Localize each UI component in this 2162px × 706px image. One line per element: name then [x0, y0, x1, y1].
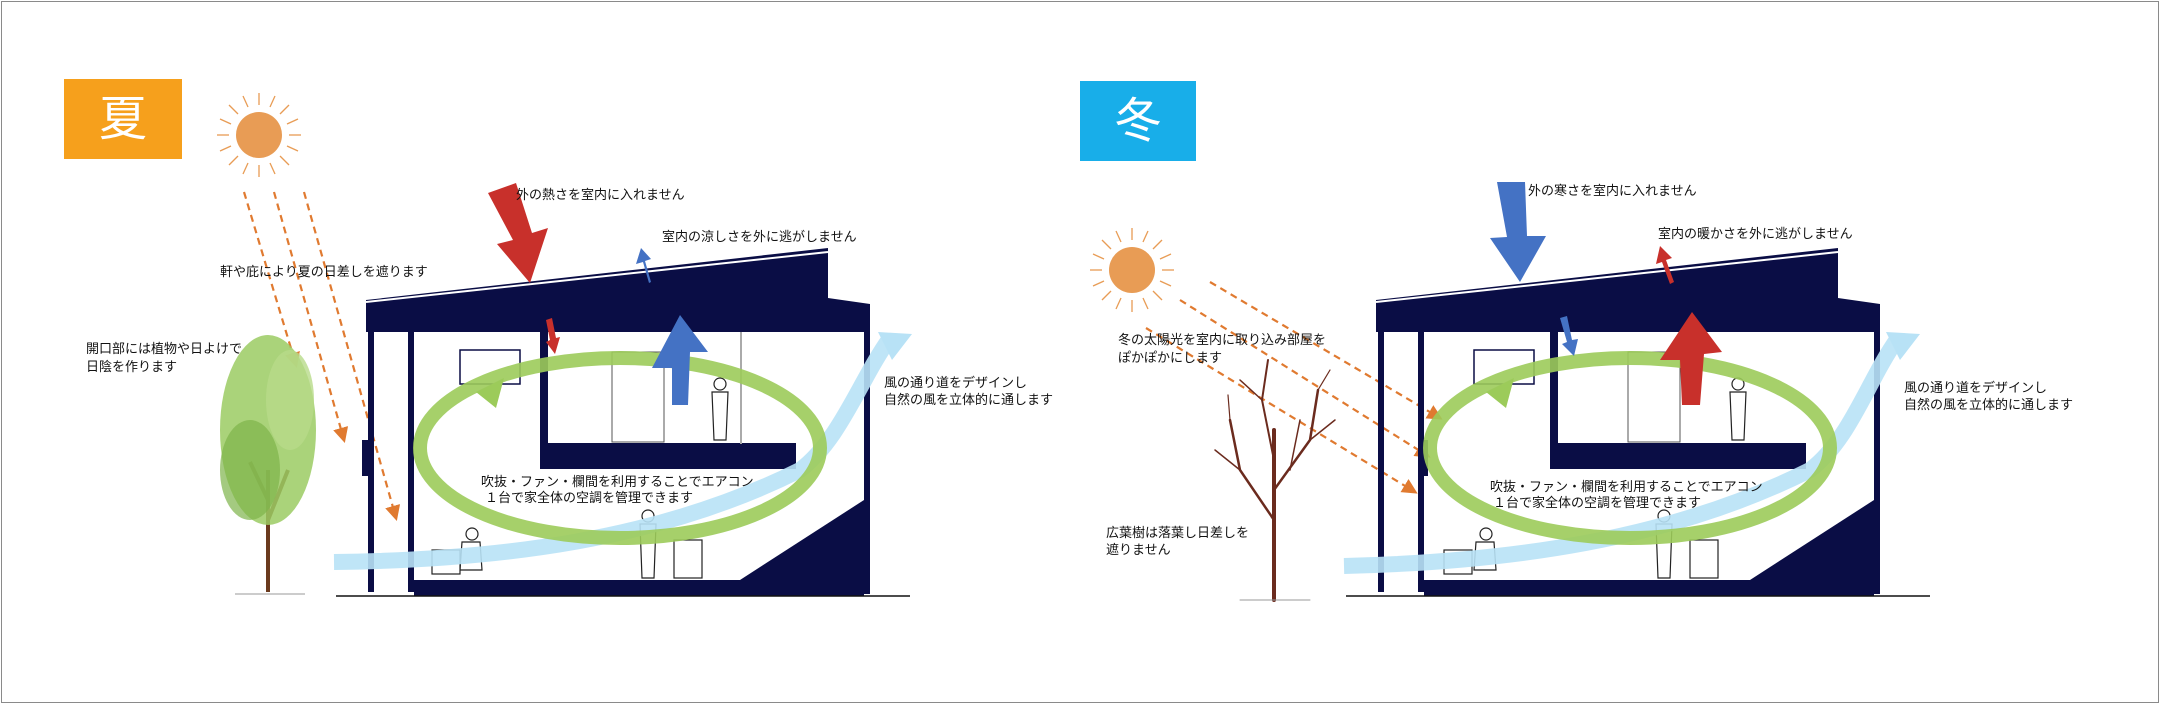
summer-badge: 夏: [64, 79, 182, 159]
summer-hvac-label-2: １台で家全体の空調を管理できます: [485, 491, 694, 506]
winter-hvac-label-1: 吹抜・ファン・欄間を利用することでエアコン: [1490, 480, 1763, 495]
small-heat-arrow: [546, 318, 560, 354]
summer-heat-label: 外の熱さを室内に入れません: [516, 188, 685, 203]
summer-sun-rays: [242, 191, 401, 521]
summer-opening-label-2: 日陰を作ります: [86, 360, 178, 375]
sun-icon: [217, 93, 301, 177]
summer-opening-label-1: 開口部には植物や日よけで: [86, 342, 243, 357]
summer-panel: [217, 93, 912, 597]
winter-air-loop: [1423, 351, 1837, 545]
summer-cool-label: 室内の涼しさを外に逃がしません: [662, 230, 857, 245]
winter-warm-label: 室内の暖かさを外に逃がしません: [1658, 227, 1853, 242]
winter-tree-label-2: 遮りません: [1106, 543, 1171, 558]
summer-eaves-label: 軒や庇により夏の日差しを遮ります: [220, 265, 428, 280]
warm-arrow-icon: [1656, 246, 1722, 405]
summer-wind-label-1: 風の通り道をデザインし: [884, 376, 1028, 391]
winter-panel: [1090, 182, 1930, 602]
winter-tree-label-1: 広葉樹は落葉し日差しを: [1106, 526, 1250, 541]
summer-house: [336, 248, 910, 597]
winter-sun-label-2: ぽかぽかにします: [1118, 351, 1223, 366]
winter-wind-label-2: 自然の風を立体的に通します: [1904, 398, 2074, 413]
sun-icon: [1090, 228, 1174, 312]
cool-arrow-icon: [636, 248, 708, 405]
winter-wind-label-1: 風の通り道をデザインし: [1904, 381, 2048, 396]
summer-hvac-label-1: 吹抜・ファン・欄間を利用することでエアコン: [481, 475, 754, 490]
winter-cold-label: 外の寒さを室内に入れません: [1528, 184, 1697, 199]
winter-sun-rays: [1145, 281, 1443, 494]
winter-wind-flow: [1343, 333, 1905, 574]
summer-wind-label-2: 自然の風を立体的に通します: [884, 393, 1054, 408]
summer-air-loop: [413, 351, 827, 545]
summer-wind-flow: [333, 333, 897, 570]
tree-icon: [220, 335, 316, 595]
bare-tree-icon: [1214, 359, 1336, 602]
winter-hvac-label-2: １台で家全体の空調を管理できます: [1493, 496, 1702, 511]
cold-arrow-icon: [1490, 182, 1546, 282]
winter-sun-label-1: 冬の太陽光を室内に取り込み部屋を: [1118, 333, 1327, 348]
winter-badge: 冬: [1080, 81, 1196, 161]
small-cold-arrow: [1560, 316, 1578, 356]
heat-arrow-icon: [488, 183, 548, 283]
